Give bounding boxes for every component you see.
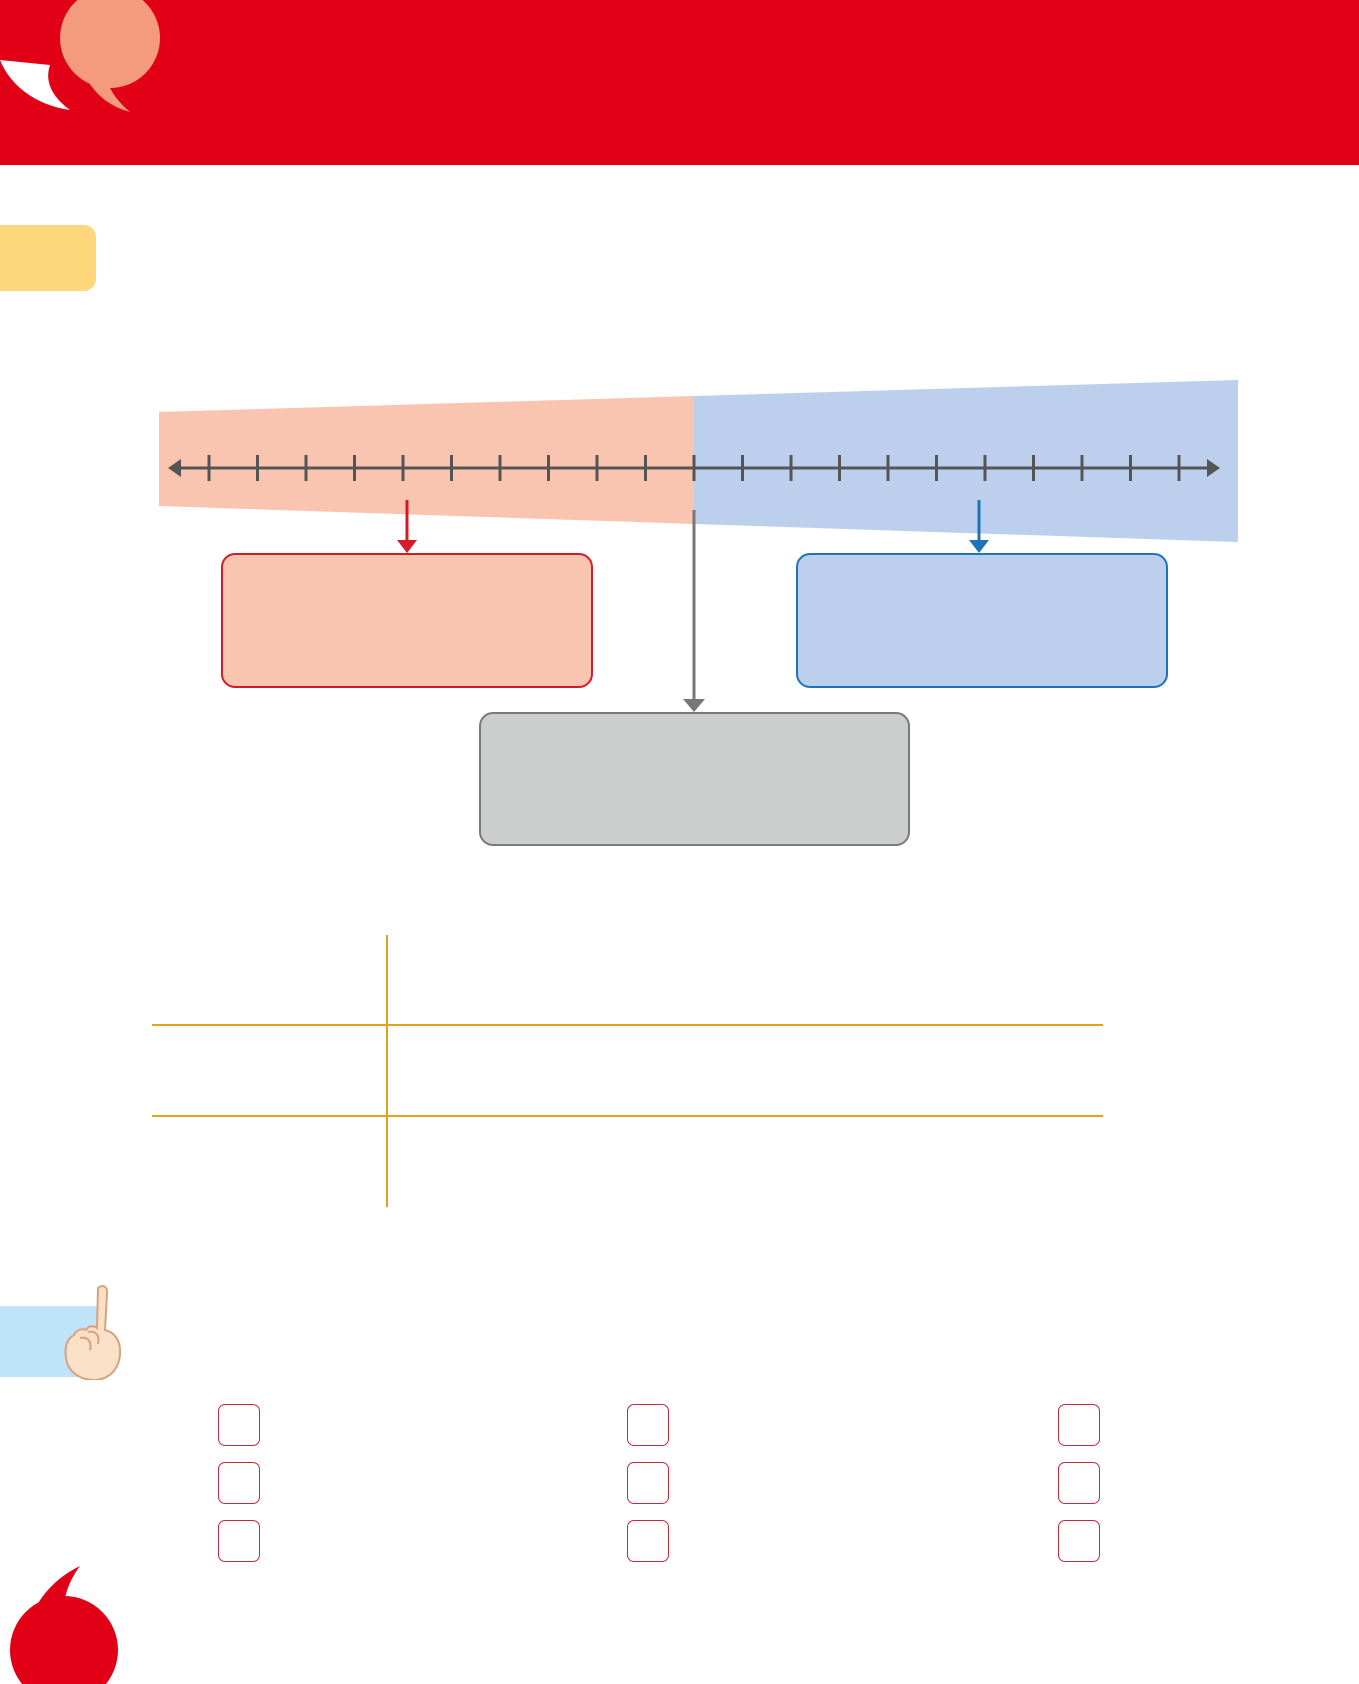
pointing-hand-icon: [64, 1285, 122, 1380]
left-wedge: [159, 396, 694, 524]
section-tab: [0, 225, 96, 291]
quotation-mark-icon: [10, 1566, 118, 1684]
axis-arrow-right: [1207, 459, 1220, 477]
answer-grid: [152, 935, 1103, 1207]
option-checkbox[interactable]: [218, 1462, 260, 1504]
option-checkbox[interactable]: [627, 1520, 669, 1562]
center-pointer-head: [683, 699, 705, 712]
timeline-ticks: [207, 455, 1181, 481]
axis-arrow-left: [168, 459, 181, 477]
timeline-diagram: [159, 380, 1238, 712]
option-checkbox[interactable]: [1058, 1404, 1100, 1446]
right-wedge: [694, 380, 1238, 542]
header-band: [0, 0, 1359, 165]
option-checkbox[interactable]: [218, 1520, 260, 1562]
right-pointer-head: [969, 540, 989, 553]
left-label-box: [221, 553, 593, 688]
left-pointer-head: [397, 540, 417, 553]
option-checkbox[interactable]: [218, 1404, 260, 1446]
option-checkbox[interactable]: [627, 1404, 669, 1446]
option-checkbox[interactable]: [627, 1462, 669, 1504]
option-checkbox[interactable]: [1058, 1462, 1100, 1504]
right-label-box: [796, 553, 1168, 688]
option-checkbox[interactable]: [1058, 1520, 1100, 1562]
quotation-mark-icon: [0, 0, 160, 112]
center-label-box: [479, 712, 910, 846]
